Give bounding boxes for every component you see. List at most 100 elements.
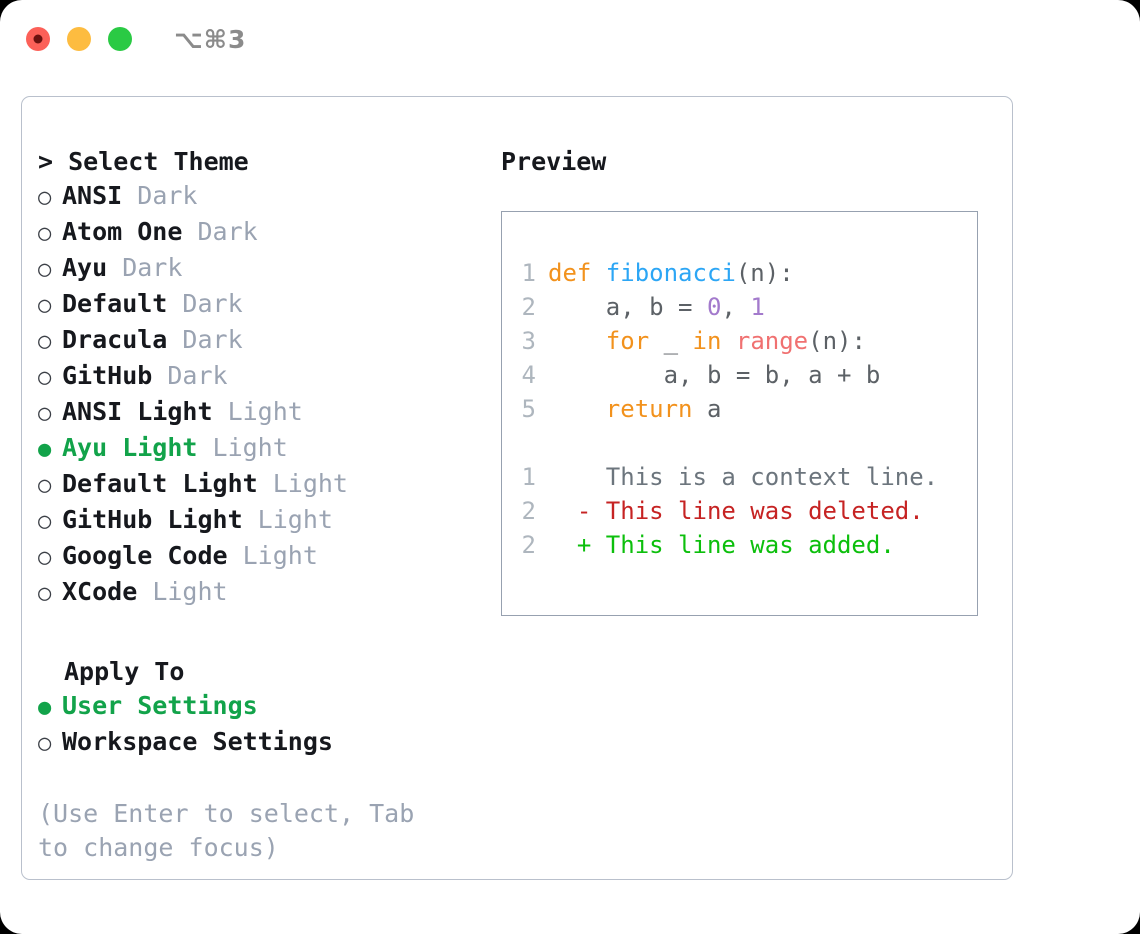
diff-sample: 1 This is a context line.2 - This line w…: [502, 460, 977, 562]
radio-empty-icon: ○: [38, 473, 52, 498]
token-num: 1: [750, 293, 765, 321]
code-line: 5 return a: [502, 392, 977, 426]
radio-empty-icon: ○: [38, 545, 52, 570]
apply-option-user-settings[interactable]: ●User Settings: [38, 689, 492, 725]
diff-line: 2 + This line was added.: [502, 528, 977, 562]
apply-to-header: Apply To: [64, 657, 185, 686]
radio-empty-icon: ○: [38, 221, 52, 246]
code-text: a, b = b, a + b: [548, 358, 881, 392]
option-variant-suffix: Dark: [152, 361, 228, 390]
option-label: Google Code: [62, 541, 228, 570]
option-label: Default Light: [62, 469, 258, 498]
code-diff-spacer: [502, 426, 977, 460]
option-variant-suffix: Dark: [167, 325, 243, 354]
option-label: Ayu Light: [62, 433, 198, 462]
theme-option-google-code[interactable]: ○ Google Code Light: [38, 539, 492, 575]
option-variant-suffix: Light: [227, 541, 318, 570]
theme-option-list[interactable]: ○ANSI Dark○Atom One Dark○Ayu Dark○Defaul…: [38, 179, 492, 611]
keyboard-shortcut-label: ⌥⌘3: [174, 24, 247, 54]
token-plain: _: [649, 327, 693, 355]
radio-empty-icon: ○: [38, 509, 52, 534]
diff-line: 2 - This line was deleted.: [502, 494, 977, 528]
apply-to-option-list[interactable]: ●User Settings ○ Workspace Settings: [38, 689, 492, 761]
option-variant-suffix: Light: [212, 397, 303, 426]
token-plain: [721, 327, 735, 355]
theme-option-ansi-light[interactable]: ○ ANSI Light Light: [38, 395, 492, 431]
option-variant-suffix: Dark: [167, 289, 243, 318]
token-call: range: [735, 327, 809, 355]
line-number: 2: [521, 531, 536, 559]
theme-option-ayu-light[interactable]: ●Ayu Light Light: [38, 431, 492, 467]
code-text: for _ in range(n):: [548, 324, 866, 358]
line-number: 4: [521, 361, 536, 389]
diff-line: 1 This is a context line.: [502, 460, 977, 494]
minimize-button-icon[interactable]: [67, 27, 91, 51]
token-kw: in: [692, 327, 722, 355]
option-variant-suffix: Light: [197, 433, 288, 462]
token-plain: a, b =: [548, 293, 707, 321]
option-label: Workspace Settings: [62, 727, 333, 756]
radio-empty-icon: ○: [38, 581, 52, 606]
token-plain: a: [692, 395, 722, 423]
radio-empty-icon: ○: [38, 401, 52, 426]
line-number: 2: [521, 293, 536, 321]
main-panel: > Select Theme ○ANSI Dark○Atom One Dark○…: [21, 96, 1013, 880]
token-plain: a, b = b, a + b: [548, 361, 881, 389]
code-line: 3 for _ in range(n):: [502, 324, 977, 358]
code-text: return a: [548, 392, 722, 426]
option-variant-suffix: Dark: [122, 181, 198, 210]
option-variant-suffix: Light: [257, 469, 348, 498]
option-label: GitHub: [62, 361, 153, 390]
maximize-button-icon[interactable]: [108, 27, 132, 51]
code-text: a, b = 0, 1: [548, 290, 765, 324]
token-fn: fibonacci: [605, 259, 736, 287]
option-label: ANSI Light: [62, 397, 213, 426]
diff-text-ctx: This is a context line.: [548, 463, 939, 491]
option-variant-suffix: Dark: [182, 217, 258, 246]
theme-option-default-light[interactable]: ○ Default Light Light: [38, 467, 492, 503]
theme-option-github-light[interactable]: ○GitHub Light Light: [38, 503, 492, 539]
token-kw: def: [548, 259, 606, 287]
option-label: ANSI: [62, 181, 123, 210]
radio-empty-icon: ○: [38, 731, 52, 756]
radio-selected-icon: ●: [38, 695, 52, 720]
theme-option-atom-one[interactable]: ○Atom One Dark: [38, 215, 492, 251]
token-num: 0: [706, 293, 722, 321]
radio-empty-icon: ○: [38, 365, 52, 390]
theme-picker-column: > Select Theme ○ANSI Dark○Atom One Dark○…: [22, 97, 492, 879]
option-label: Default: [62, 289, 168, 318]
token-plain: ,: [721, 293, 751, 321]
line-number: 3: [521, 327, 536, 355]
theme-option-ayu[interactable]: ○ Ayu Dark: [38, 251, 492, 287]
option-label: Ayu: [62, 253, 108, 282]
token-kw: for: [605, 327, 650, 355]
diff-text-del: - This line was deleted.: [548, 497, 924, 525]
radio-empty-icon: ○: [38, 185, 52, 210]
select-theme-header: > Select Theme: [38, 147, 249, 176]
token-plain: (n):: [735, 259, 794, 287]
option-variant-suffix: Light: [242, 505, 333, 534]
radio-empty-icon: ○: [38, 257, 52, 282]
token-plain: [548, 395, 606, 423]
traffic-light-buttons: [26, 27, 132, 51]
token-plain: (n):: [808, 327, 866, 355]
diff-text-add: + This line was added.: [548, 531, 895, 559]
theme-option-github[interactable]: ○ GitHub Dark: [38, 359, 492, 395]
close-button-icon[interactable]: [26, 27, 50, 51]
theme-option-ansi[interactable]: ○ ANSI Dark: [38, 179, 492, 215]
option-variant-suffix: Dark: [107, 253, 183, 282]
line-number: 1: [521, 463, 536, 491]
line-number: 5: [521, 395, 536, 423]
radio-empty-icon: ○: [38, 293, 52, 318]
theme-option-dracula[interactable]: ○Dracula Dark: [38, 323, 492, 359]
theme-option-xcode[interactable]: ○XCode Light: [38, 575, 492, 611]
theme-option-default[interactable]: ○ Default Dark: [38, 287, 492, 323]
code-line: 2 a, b = 0, 1: [502, 290, 977, 324]
apply-option-workspace-settings[interactable]: ○ Workspace Settings: [38, 725, 492, 761]
radio-empty-icon: ○: [38, 329, 52, 354]
